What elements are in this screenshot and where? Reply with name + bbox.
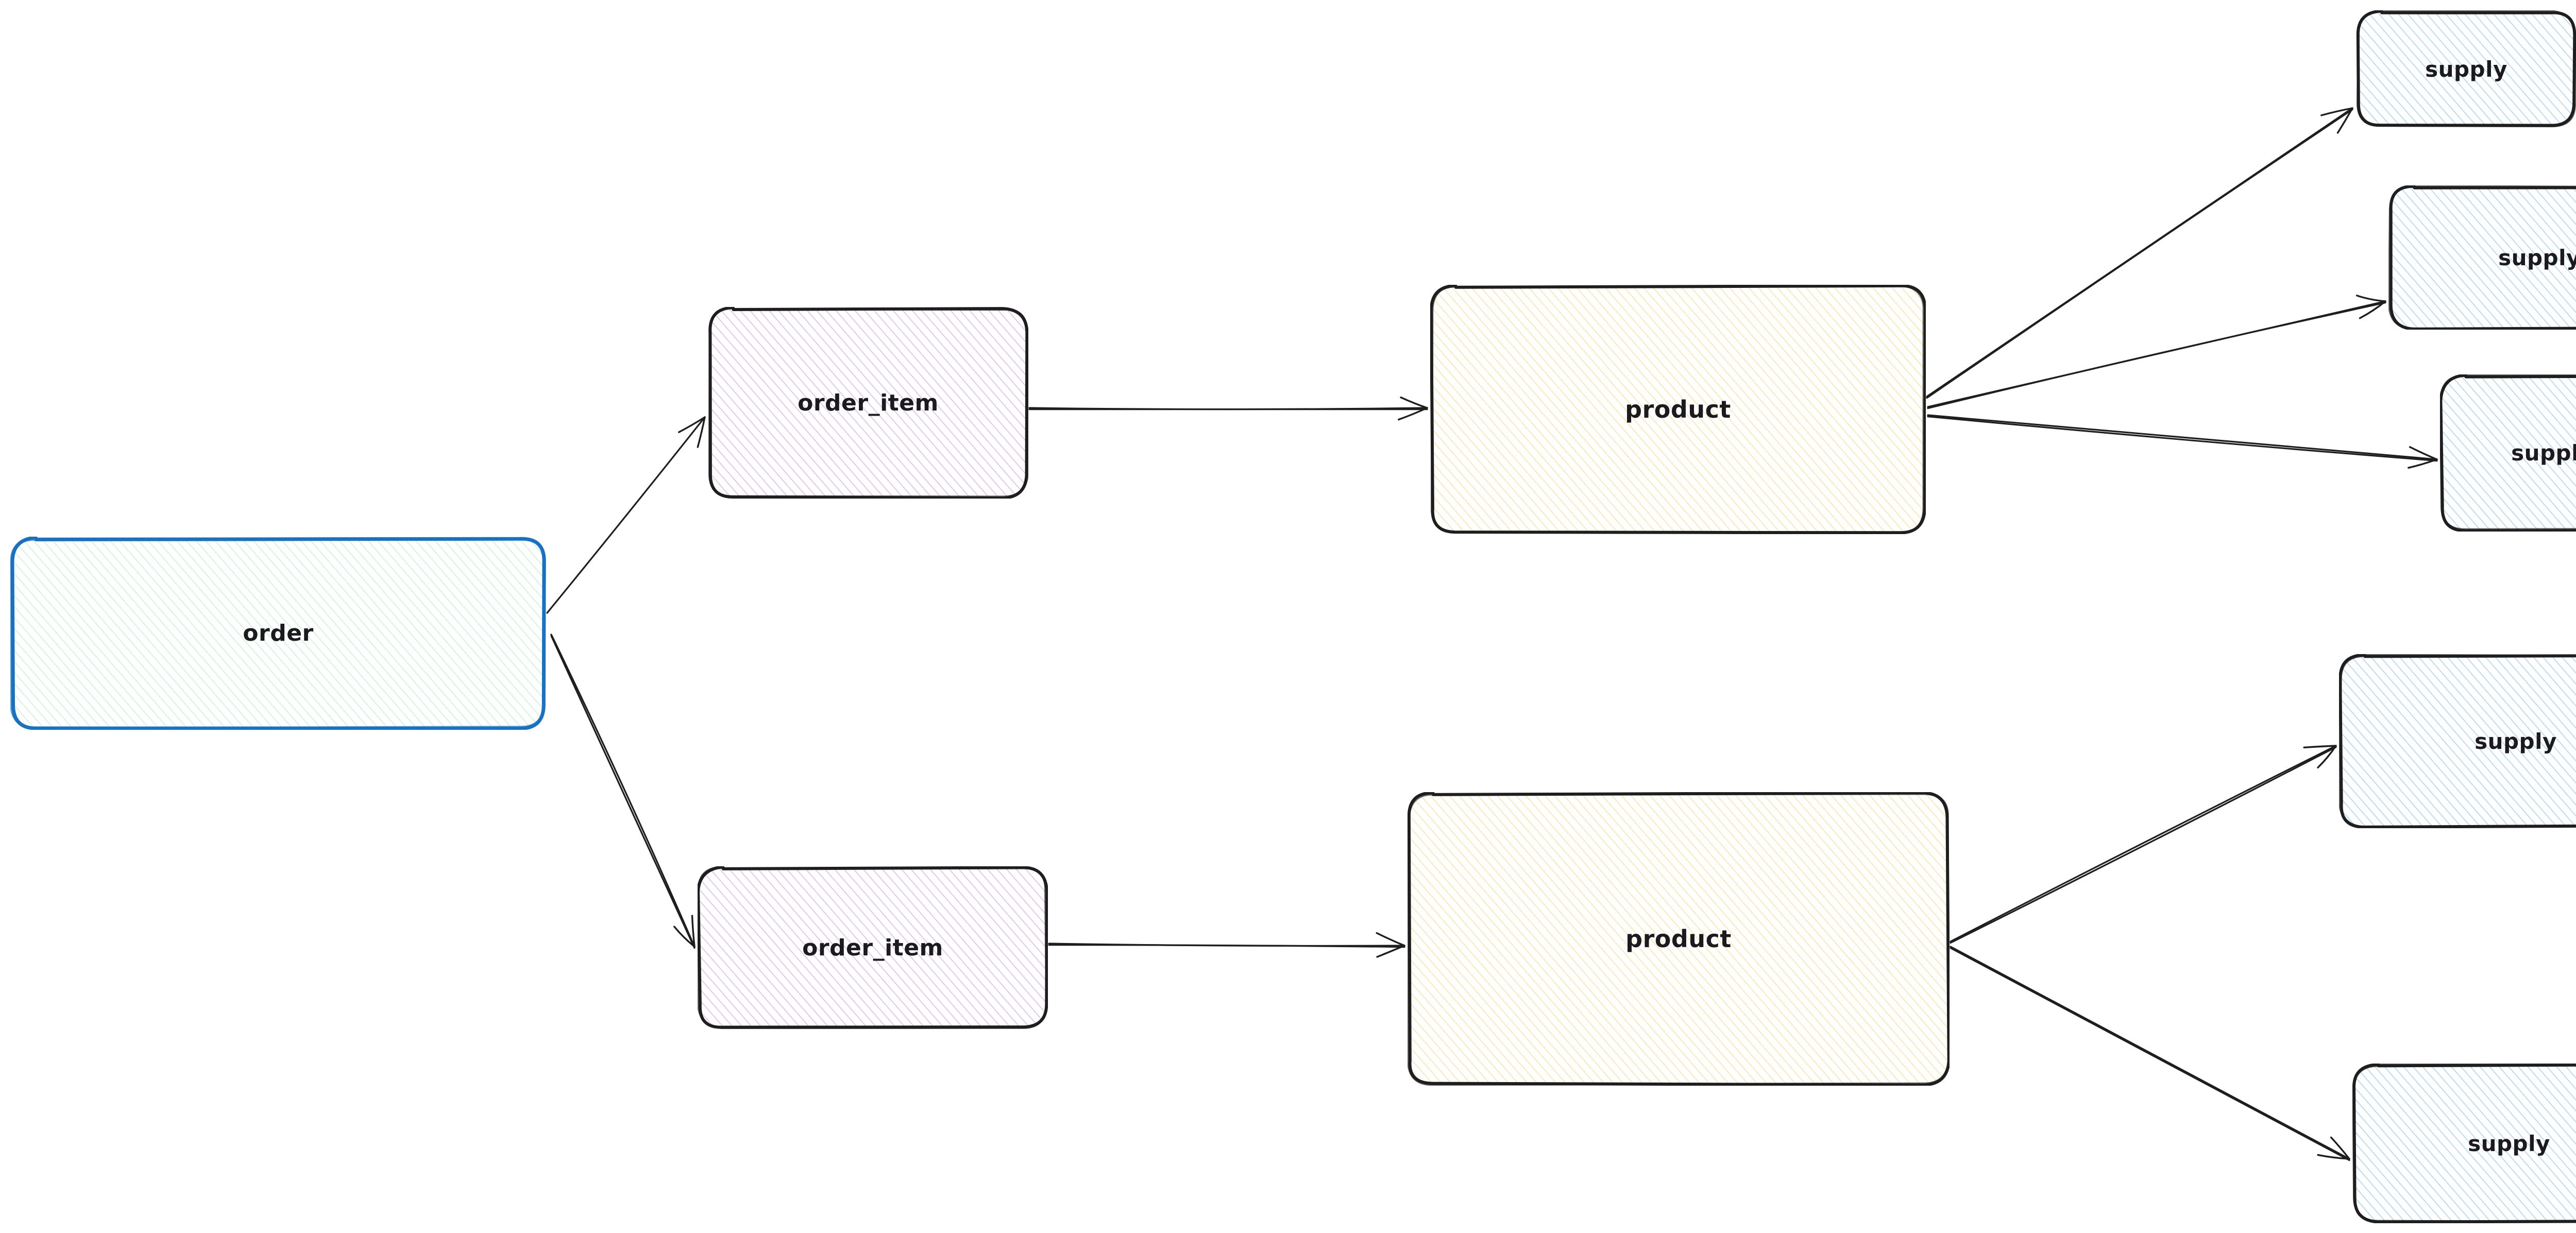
arrowhead-barb <box>1376 932 1405 947</box>
edge[interactable] <box>1950 946 2350 1161</box>
node-outline <box>2339 654 2576 828</box>
edge[interactable] <box>1028 396 1428 421</box>
arrowhead-barb <box>2409 446 2438 460</box>
arrowhead-barb <box>2336 107 2353 134</box>
node-outline <box>10 537 546 730</box>
node-order_item[interactable]: order_item <box>698 866 1048 1029</box>
node-shape <box>10 537 546 730</box>
edge-line <box>1927 414 2438 460</box>
node-fill <box>2353 1064 2576 1223</box>
arrowhead-barb <box>2320 107 2353 116</box>
arrowhead-barb <box>2303 745 2337 748</box>
arrowhead-barb <box>678 416 706 433</box>
node-label: product <box>1625 396 1731 423</box>
edge-line <box>550 633 696 948</box>
edge-line <box>1926 109 2353 399</box>
node-shape <box>1408 792 1950 1086</box>
node-supply[interactable]: supply <box>2356 10 2576 128</box>
edge-line <box>1950 946 2350 1160</box>
arrowhead-barb <box>2408 458 2438 469</box>
node-fill <box>709 307 1027 498</box>
node-label: supply <box>2468 1131 2550 1156</box>
arrowhead-barb <box>697 416 706 448</box>
arrowhead-barb <box>2355 295 2386 302</box>
node-outline <box>2440 374 2576 530</box>
edge[interactable] <box>546 416 706 614</box>
arrowhead-barb <box>2359 300 2386 319</box>
edge-line <box>1950 746 2337 944</box>
edge[interactable] <box>1950 745 2337 944</box>
node-fill <box>1409 793 1949 1085</box>
node-shape <box>1430 285 1926 534</box>
node-outline <box>1430 285 1925 534</box>
node-label: supply <box>2498 245 2576 270</box>
node-supply[interactable]: supply <box>2388 185 2576 330</box>
node-outline <box>2356 10 2576 128</box>
node-fill <box>2389 186 2576 329</box>
node-shape <box>698 866 1048 1029</box>
node-fill <box>698 867 1047 1029</box>
arrowhead-barb <box>2317 745 2337 768</box>
edge[interactable] <box>1926 107 2353 399</box>
edge-line <box>550 635 696 949</box>
arrowhead-barb <box>2317 1154 2350 1160</box>
node-fill <box>2340 655 2576 827</box>
node-outline <box>2352 1064 2576 1223</box>
node-supply[interactable]: supply <box>2352 1064 2576 1223</box>
node-fill <box>2441 375 2576 531</box>
node-product[interactable]: product <box>1430 285 1926 534</box>
node-outline <box>1408 793 1950 1086</box>
node-outline <box>698 866 1048 1029</box>
node-shape <box>2388 185 2576 330</box>
edge-line <box>1950 947 2350 1161</box>
node-label: order <box>243 620 314 646</box>
node-fill <box>1431 285 1925 534</box>
node-outline <box>2388 185 2576 330</box>
edge-line <box>546 416 706 614</box>
node-label: order_item <box>798 389 939 416</box>
node-order[interactable]: order <box>10 537 546 730</box>
node-shape <box>2339 654 2576 828</box>
node-label: product <box>1625 925 1732 953</box>
node-label: supply <box>2511 440 2576 466</box>
edge[interactable] <box>1048 932 1405 958</box>
edge-line <box>1950 745 2337 943</box>
edge-line <box>1927 302 2386 409</box>
node-order_item[interactable]: order_item <box>708 307 1028 499</box>
edge[interactable] <box>550 633 696 949</box>
arrowhead-barb <box>1398 407 1428 421</box>
arrowhead-barb <box>1376 945 1405 958</box>
edge-line <box>1927 416 2438 462</box>
arrowhead-barb <box>2330 1136 2350 1160</box>
node-supply[interactable]: supply <box>2440 374 2576 532</box>
node-product[interactable]: product <box>1408 792 1950 1086</box>
edge[interactable] <box>1927 295 2386 409</box>
arrowhead-barb <box>691 915 696 948</box>
node-supply[interactable]: supply <box>2339 654 2576 828</box>
node-fill <box>11 537 546 729</box>
node-label: order_item <box>802 934 943 961</box>
node-label: supply <box>2475 728 2557 754</box>
node-outline <box>708 307 1028 498</box>
arrowhead-barb <box>1400 396 1428 409</box>
node-shape <box>2440 374 2576 532</box>
node-label: supply <box>2425 56 2507 82</box>
node-fill <box>2357 11 2575 127</box>
arrowhead-barb <box>673 926 696 948</box>
edge[interactable] <box>1927 414 2438 469</box>
node-shape <box>708 307 1028 499</box>
node-shape <box>2356 10 2576 128</box>
edge-line <box>1048 944 1405 948</box>
node-shape <box>2352 1064 2576 1223</box>
